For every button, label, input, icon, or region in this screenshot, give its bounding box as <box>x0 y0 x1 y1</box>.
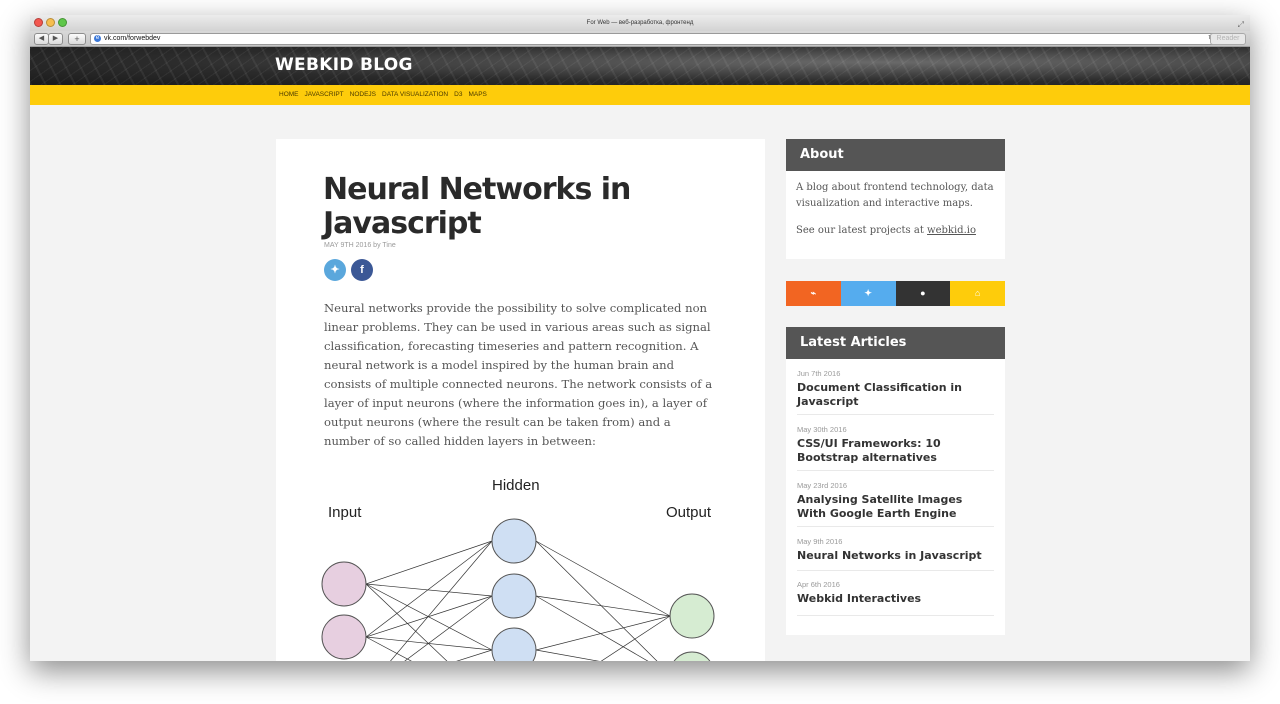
network-connection <box>365 595 493 638</box>
network-connection <box>535 595 649 661</box>
github-icon: ● <box>920 288 926 298</box>
hidden-neuron <box>491 573 537 619</box>
twitter-button[interactable]: ✦ <box>840 281 896 306</box>
network-connection <box>365 583 493 597</box>
zoom-window-button[interactable] <box>58 18 67 27</box>
hidden-neuron <box>491 518 537 564</box>
about-widget: About A blog about frontend technology, … <box>786 139 1005 259</box>
network-connection <box>365 583 448 661</box>
network-connection <box>365 540 493 638</box>
article-item-title[interactable]: Document Classification in Javascript <box>797 381 962 408</box>
home-icon: ⌂ <box>974 288 981 298</box>
article-title: Neural Networks in Javascript <box>323 172 631 241</box>
projects-line: See our latest projects at webkid.io <box>796 223 976 239</box>
network-connection <box>535 540 658 661</box>
github-button[interactable]: ● <box>895 281 951 306</box>
about-text: A blog about frontend technology, data v… <box>796 182 994 209</box>
site-header: WEBKID BLOG <box>30 47 1250 85</box>
diagram-label-input: Input <box>328 504 362 521</box>
network-connections <box>365 540 671 661</box>
add-bookmark-button[interactable]: + <box>68 33 86 45</box>
address-bar[interactable]: e vk.com/forwebdev ↻ <box>90 33 1219 45</box>
projects-link[interactable]: webkid.io <box>927 225 976 236</box>
output-neuron <box>673 651 711 661</box>
nav-link-home[interactable]: HOME <box>279 91 299 98</box>
article-body: Neural networks provide the possibility … <box>324 301 713 448</box>
reader-button[interactable]: Reader <box>1210 33 1246 45</box>
facebook-icon: f <box>360 264 364 276</box>
network-connection <box>365 636 493 651</box>
list-item[interactable]: May 9th 2016 Neural Networks in Javascri… <box>797 537 994 571</box>
diagram-label-output: Output <box>666 504 712 521</box>
site-logo[interactable]: WEBKID BLOG <box>275 55 413 75</box>
network-connection <box>365 540 493 585</box>
list-item[interactable]: May 30th 2016 CSS/UI Frameworks: 10 Boot… <box>797 425 994 471</box>
article-card: Neural Networks in Javascript MAY 9TH 20… <box>276 139 765 661</box>
window-title: For Web — веб-разработка, фронтенд <box>586 20 694 26</box>
article-meta: MAY 9TH 2016 by Tine <box>324 242 396 249</box>
list-item[interactable]: Jun 7th 2016 Document Classification in … <box>797 369 994 415</box>
projects-prefix: See our latest projects at <box>796 225 924 236</box>
article-item-title[interactable]: Neural Networks in Javascript <box>797 549 982 562</box>
network-connection <box>365 583 493 651</box>
share-twitter-button[interactable]: ✦ <box>324 259 346 281</box>
network-connection <box>535 615 671 651</box>
article-item-title[interactable]: CSS/UI Frameworks: 10 Bootstrap alternat… <box>797 437 941 464</box>
latest-articles-heading: Latest Articles <box>786 327 1005 359</box>
list-item[interactable]: May 23rd 2016 Analysing Satellite Images… <box>797 481 994 527</box>
network-connection <box>365 636 412 661</box>
list-item[interactable]: Apr 6th 2016 Webkid Interactives <box>797 580 994 616</box>
neural-network-diagram: Input Hidden Output <box>321 477 715 661</box>
home-button[interactable]: ⌂ <box>950 281 1005 306</box>
article-item-date: May 9th 2016 <box>797 537 843 546</box>
network-connection <box>600 615 671 661</box>
output-neuron <box>669 593 715 639</box>
main-nav: HOME JAVASCRIPT NODEJS DATA VISUALIZATIO… <box>30 85 1250 105</box>
rss-button[interactable]: ⌁ <box>786 281 841 306</box>
nav-link-d3[interactable]: D3 <box>454 91 463 98</box>
back-button[interactable]: ◀ <box>34 33 49 45</box>
input-neuron <box>321 614 367 660</box>
rss-icon: ⌁ <box>810 288 817 298</box>
latest-articles-widget: Latest Articles Jun 7th 2016 Document Cl… <box>786 327 1005 635</box>
close-window-button[interactable] <box>34 18 43 27</box>
network-connection <box>390 540 493 661</box>
article-author[interactable]: Tine <box>382 242 396 249</box>
share-facebook-button[interactable]: f <box>351 259 373 281</box>
browser-toolbar: ◀ ▶ + e vk.com/forwebdev ↻ Reader <box>30 31 1250 47</box>
twitter-icon: ✦ <box>330 264 340 276</box>
nav-link-maps[interactable]: MAPS <box>468 91 487 98</box>
network-connection <box>404 595 493 661</box>
article-item-date: May 23rd 2016 <box>797 481 848 490</box>
nav-link-javascript[interactable]: JAVASCRIPT <box>304 91 344 98</box>
page-viewport: WEBKID BLOG HOME JAVASCRIPT NODEJS DATA … <box>30 47 1250 661</box>
article-by: by <box>373 242 381 249</box>
title-bar: For Web — веб-разработка, фронтенд ⤢ <box>30 15 1250 31</box>
url-text: vk.com/forwebdev <box>104 35 161 42</box>
hidden-neuron <box>491 627 537 661</box>
article-item-title[interactable]: Analysing Satellite Images With Google E… <box>797 493 963 520</box>
nav-link-data-visualization[interactable]: DATA VISUALIZATION <box>382 91 449 98</box>
article-item-date: Apr 6th 2016 <box>797 580 840 589</box>
network-nodes <box>321 518 715 661</box>
browser-window: For Web — веб-разработка, фронтенд ⤢ ◀ ▶… <box>30 15 1250 661</box>
article-item-title[interactable]: Webkid Interactives <box>797 592 922 605</box>
network-connection <box>456 649 493 661</box>
input-neuron <box>321 561 367 607</box>
article-item-date: May 30th 2016 <box>797 425 847 434</box>
social-links: ⌁ ✦ ● ⌂ <box>786 281 1005 306</box>
article-item-date: Jun 7th 2016 <box>797 369 841 378</box>
network-connection <box>535 649 600 661</box>
forward-button[interactable]: ▶ <box>48 33 63 45</box>
network-connection <box>535 595 671 617</box>
twitter-icon: ✦ <box>864 288 872 298</box>
about-heading: About <box>786 139 1005 171</box>
fullscreen-icon[interactable]: ⤢ <box>1237 20 1244 29</box>
article-date: MAY 9TH 2016 <box>324 242 372 249</box>
globe-icon: e <box>94 35 101 42</box>
minimize-window-button[interactable] <box>46 18 55 27</box>
diagram-label-hidden: Hidden <box>492 477 540 494</box>
nav-link-nodejs[interactable]: NODEJS <box>349 91 377 98</box>
network-connection <box>535 540 671 617</box>
